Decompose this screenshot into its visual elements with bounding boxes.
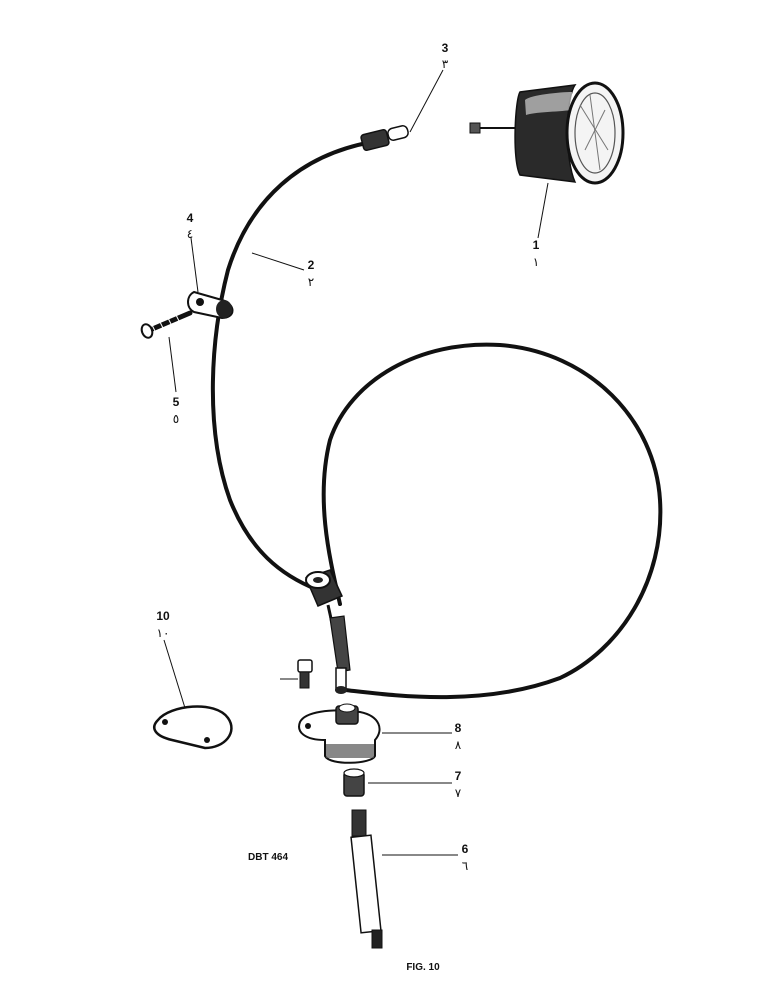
svg-text:5: 5 xyxy=(173,395,180,409)
callout-5: 5 ٥ xyxy=(173,395,180,426)
cable-coil-loop xyxy=(321,342,663,700)
cover-plate-part-10 xyxy=(153,705,233,750)
callout-2: 2 ٢ xyxy=(308,258,315,289)
leader-1 xyxy=(537,182,549,239)
svg-text:7: 7 xyxy=(455,769,462,783)
svg-text:٧: ٧ xyxy=(455,786,462,800)
drawing-reference: DBT 464 xyxy=(248,852,288,863)
speedometer-head-part-1 xyxy=(469,81,625,185)
cable-grommet xyxy=(304,569,344,607)
svg-text:8: 8 xyxy=(455,721,462,735)
callout-10: 10 ١٠ xyxy=(156,609,170,640)
housing-bolt xyxy=(297,659,313,689)
svg-text:١: ١ xyxy=(533,255,539,269)
callout-4: 4 ٤ xyxy=(187,211,194,241)
callout-1: 1 ١ xyxy=(533,238,540,269)
drive-housing-part-8 xyxy=(298,703,381,764)
clamp-screw-part-5 xyxy=(140,310,193,339)
svg-text:٢: ٢ xyxy=(308,275,314,289)
leader-3 xyxy=(409,69,444,133)
leader-5 xyxy=(168,336,177,393)
svg-text:١٠: ١٠ xyxy=(157,626,170,640)
drive-spindle-part-6 xyxy=(350,809,383,949)
callout-8: 8 ٨ xyxy=(455,721,462,752)
svg-text:4: 4 xyxy=(187,211,194,225)
svg-text:٦: ٦ xyxy=(462,859,468,873)
svg-text:10: 10 xyxy=(156,609,170,623)
cable-clamp-part-4 xyxy=(187,290,234,320)
svg-text:6: 6 xyxy=(462,842,469,856)
svg-text:٣: ٣ xyxy=(442,57,449,71)
leader-10 xyxy=(163,639,186,709)
svg-text:2: 2 xyxy=(308,258,315,272)
svg-text:٨: ٨ xyxy=(455,738,462,752)
callout-6: 6 ٦ xyxy=(462,842,469,873)
svg-text:3: 3 xyxy=(442,41,449,55)
leader-4 xyxy=(190,237,199,293)
cable-ferrule-part-3 xyxy=(360,125,409,152)
callout-7: 7 ٧ xyxy=(455,769,462,800)
svg-text:٤: ٤ xyxy=(187,227,193,241)
speedometer-cable xyxy=(210,140,374,592)
cable-drive-end xyxy=(326,604,351,694)
figure-caption: FIG. 10 xyxy=(406,962,440,973)
bush-part-7 xyxy=(343,768,365,797)
leader-2 xyxy=(251,252,305,271)
callout-3: 3 ٣ xyxy=(442,41,449,71)
svg-text:1: 1 xyxy=(533,238,540,252)
svg-text:٥: ٥ xyxy=(173,412,179,426)
